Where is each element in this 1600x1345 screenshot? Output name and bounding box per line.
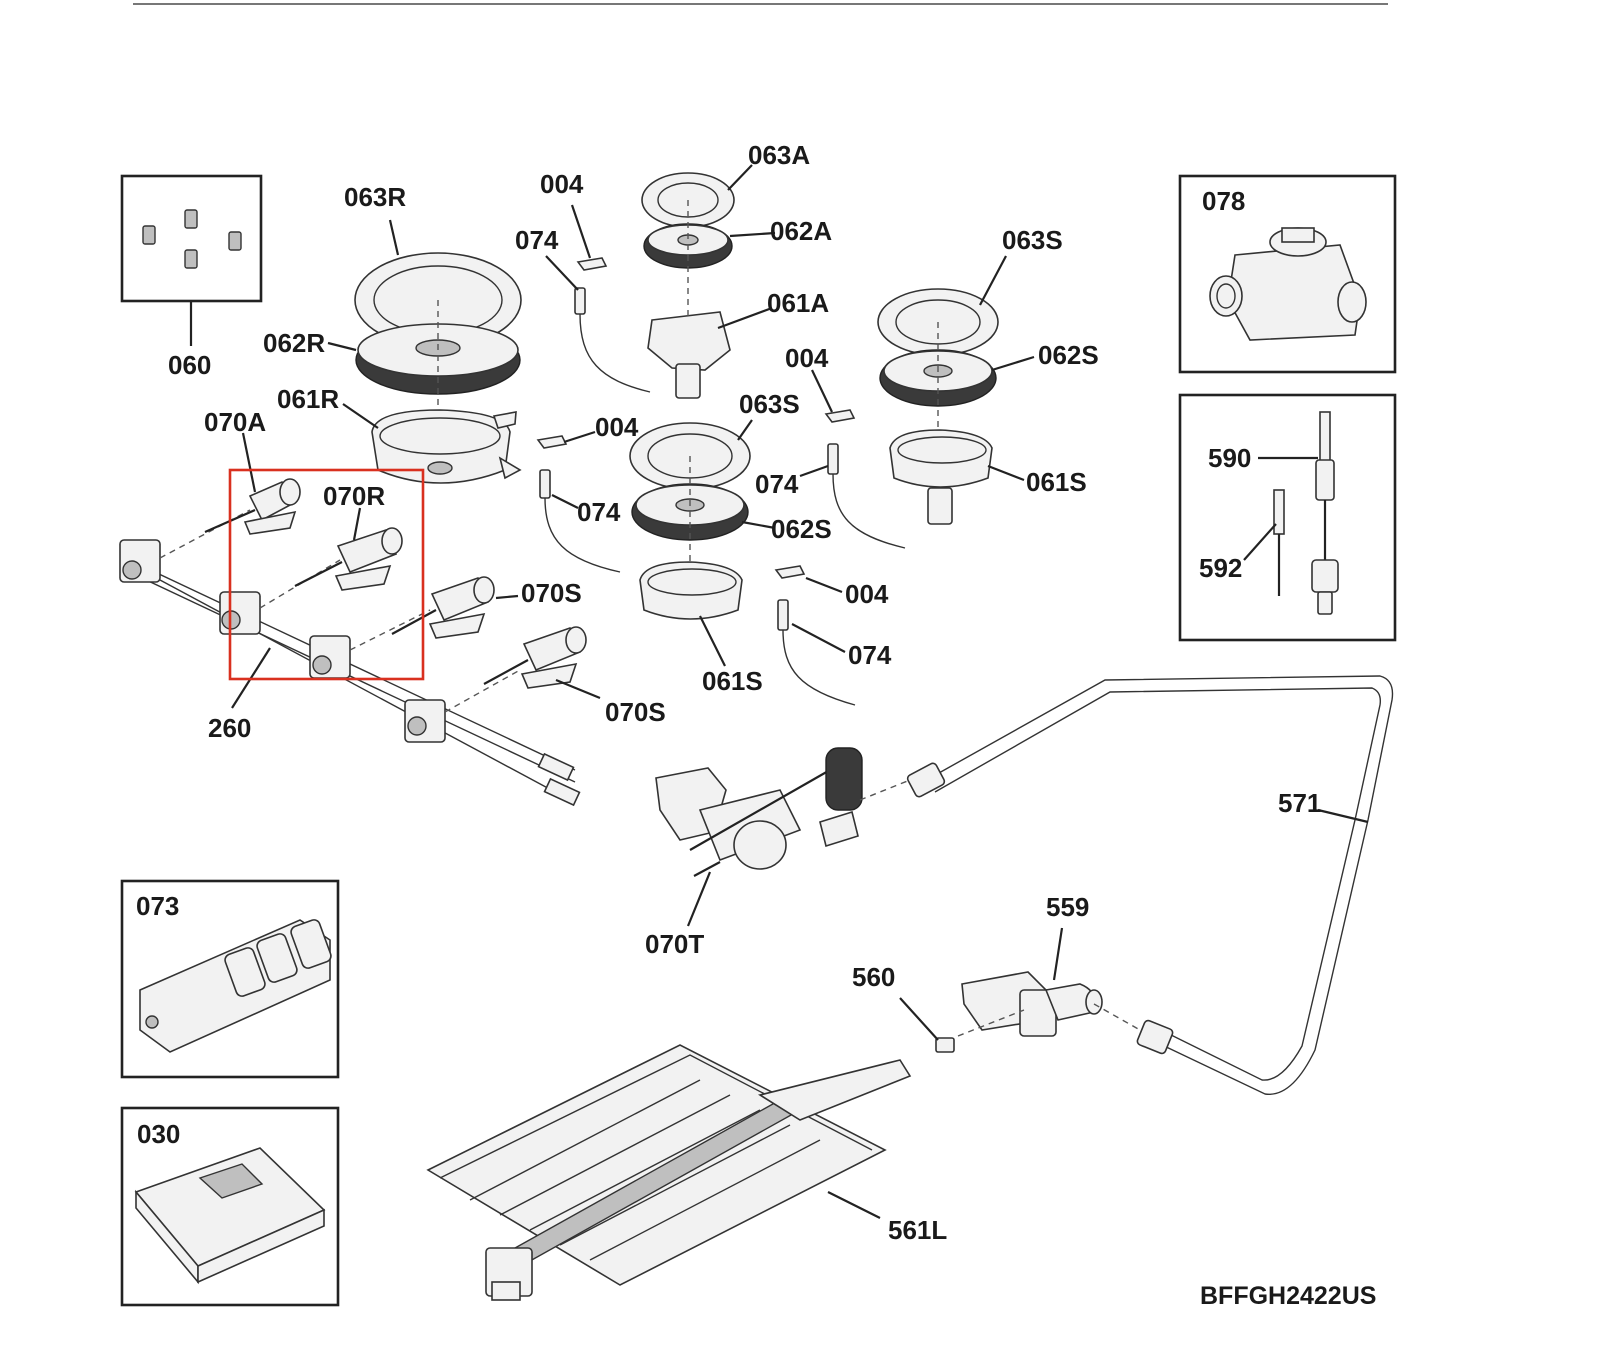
label-571: 571 [1278, 788, 1321, 818]
label-062a: 062A [770, 216, 832, 246]
label-062s-a: 062S [1038, 340, 1099, 370]
label-070r: 070R [323, 481, 385, 511]
label-592: 592 [1199, 553, 1242, 583]
burner-r-assembly [354, 252, 522, 484]
igniter-center-bottom [774, 565, 856, 706]
label-061a: 061A [767, 288, 829, 318]
part-box-073 [120, 879, 340, 1079]
label-070s-a: 070S [521, 578, 582, 608]
label-074-a: 074 [515, 225, 559, 255]
highlight-box-070r [228, 468, 425, 681]
label-074-b: 074 [577, 497, 621, 527]
igniter-center-left [536, 435, 621, 573]
burner-valves [204, 478, 587, 689]
label-074-c: 074 [755, 469, 799, 499]
label-590: 590 [1208, 443, 1251, 473]
igniter-right [824, 409, 906, 549]
label-062s-b: 062S [771, 514, 832, 544]
part-box-078 [1178, 174, 1397, 374]
label-070a: 070A [204, 407, 266, 437]
label-063a: 063A [748, 140, 810, 170]
label-070t: 070T [645, 929, 704, 959]
label-063s-b: 063S [739, 389, 800, 419]
label-061s-b: 061S [702, 666, 763, 696]
label-078: 078 [1202, 186, 1245, 216]
label-062r: 062R [263, 328, 325, 358]
label-073: 073 [136, 891, 179, 921]
label-061s-a: 061S [1026, 467, 1087, 497]
orifice-560 [935, 1037, 955, 1053]
label-004-c: 004 [595, 412, 639, 442]
griddle-burner-561l [426, 1044, 912, 1301]
label-070s-b: 070S [605, 697, 666, 727]
burner-s-center-assembly [629, 422, 751, 620]
label-063s-a: 063S [1002, 225, 1063, 255]
part-box-060 [120, 174, 263, 346]
part-labels: 060 063R 062R 061R 070A 070R 070S 070S 2… [136, 140, 1376, 1310]
label-030: 030 [137, 1119, 180, 1149]
part-box-590-592 [1178, 393, 1397, 642]
label-004-b: 004 [785, 343, 829, 373]
label-063r: 063R [344, 182, 406, 212]
label-260: 260 [208, 713, 251, 743]
model-number: BFFGH2422US [1200, 1282, 1376, 1310]
valve-manifold-260 [119, 509, 581, 807]
label-060: 060 [168, 350, 211, 380]
label-004-d: 004 [845, 579, 889, 609]
igniter-top-left [574, 257, 651, 393]
label-560: 560 [852, 962, 895, 992]
burner-s-right-assembly [877, 288, 999, 525]
label-559: 559 [1046, 892, 1089, 922]
label-074-d: 074 [848, 640, 892, 670]
label-561l: 561L [888, 1215, 947, 1245]
label-061r: 061R [277, 384, 339, 414]
valve-070t [655, 747, 911, 877]
regulator-559 [957, 971, 1141, 1037]
part-box-030 [120, 1106, 340, 1307]
gas-tube-571 [906, 675, 1394, 1095]
label-004-a: 004 [540, 169, 584, 199]
burner-a-assembly [641, 172, 735, 399]
